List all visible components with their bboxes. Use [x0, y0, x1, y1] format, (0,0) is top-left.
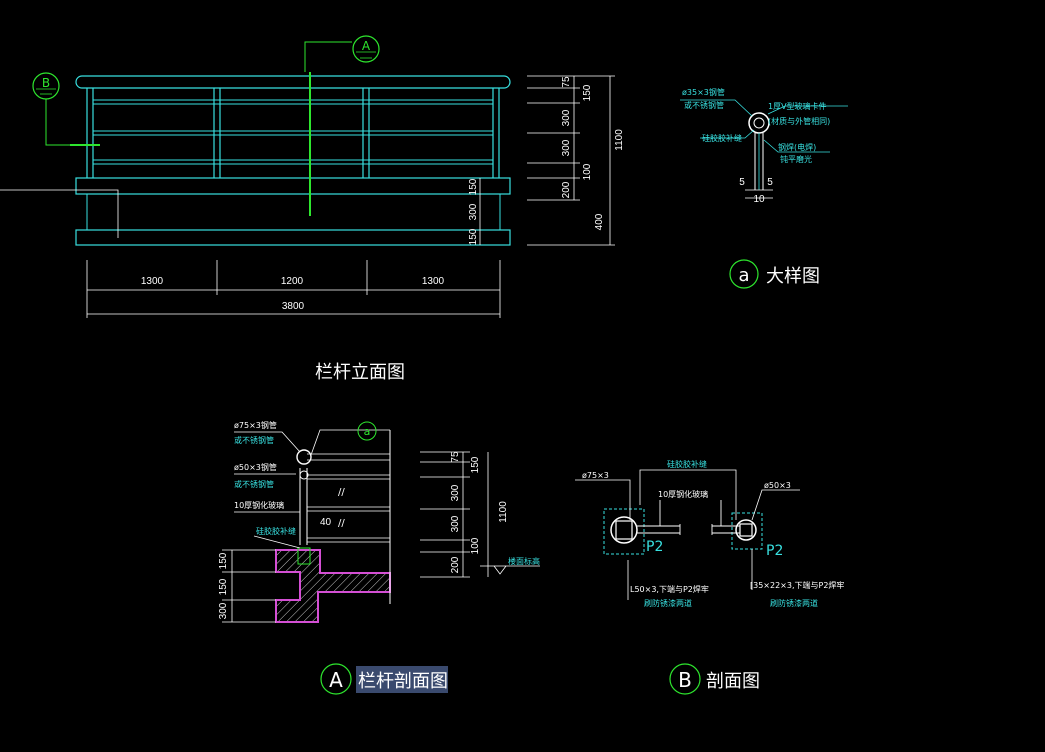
elevation-floor-slab [75, 229, 511, 246]
detail-a-title: 大样图 [766, 266, 820, 287]
section-a-dim-300b: 300 [450, 515, 461, 532]
dim-right-300b: 300 [561, 139, 572, 156]
dim-span-1: 1300 [141, 276, 164, 287]
dim-base-300: 300 [468, 203, 479, 220]
detail-a-marker-label: a [738, 265, 749, 286]
railing-elevation: A B 1300 1200 1300 3800 75 150 [0, 35, 625, 383]
detail-a-dim-right: 5 [767, 177, 773, 188]
section-a-left-150b: 150 [218, 578, 229, 595]
dim-base-150b: 150 [468, 228, 479, 245]
section-b-glass-label: 10厚钢化玻璃 [658, 489, 708, 499]
section-a-dim-100: 100 [470, 537, 481, 554]
section-b-marker-circle [669, 663, 701, 695]
dim-base-height: 400 [594, 213, 605, 230]
dim-total-width: 3800 [282, 301, 305, 312]
detail-a-dim-bottom: 10 [753, 194, 765, 205]
dim-total-height: 1100 [614, 129, 625, 151]
detail-a-clamp-note: (材质与外管相同) [768, 116, 830, 126]
section-a-dim-75: 75 [450, 451, 461, 463]
detail-a-clamp: 1厚V型玻璃卡件 [768, 101, 827, 111]
section-b-angle-left: L50×3,下端与P2焊牢 [630, 584, 709, 594]
section-b-title: 剖面图 [706, 671, 760, 692]
section-marker-a-circle[interactable] [352, 35, 380, 63]
section-b-right-pipe-label: ø50×3 [764, 481, 791, 490]
elevation-handrail [75, 75, 511, 89]
svg-text://: // [338, 518, 345, 529]
section-b-channel-right-note: 刷防锈漆两道 [770, 598, 818, 608]
svg-text://: // [338, 487, 345, 498]
section-a-mid-pipe-alt: 或不锈钢管 [234, 479, 274, 489]
detail-a-sealant: 硅胶胶补缝 [702, 133, 742, 143]
section-a-dim-300a: 300 [450, 484, 461, 501]
section-a-concrete [275, 549, 391, 623]
section-a: // // a ø75×3钢管 或不锈钢管 ø50×3钢管 或不锈钢管 10厚钢… [218, 420, 540, 695]
section-a-dim-150: 150 [470, 456, 481, 473]
section-a-marker-circle [320, 663, 352, 695]
detail-a-dim-left: 5 [739, 177, 745, 188]
section-marker-a-label: A [362, 39, 371, 53]
detail-a-weld-note: 钝平磨光 [780, 154, 812, 164]
detail-a-pipe-alt: 或不锈钢管 [684, 100, 724, 110]
section-a-dim-40: 40 [320, 517, 332, 528]
section-a-title[interactable]: 栏杆剖面图 [358, 671, 448, 692]
section-b-right-pipe [735, 519, 757, 541]
section-b-sealant-label: 硅胶胶补缝 [667, 459, 707, 469]
dim-right-75: 75 [561, 76, 572, 88]
section-a-detail-ref: a [364, 425, 371, 438]
section-a-dim-200: 200 [450, 556, 461, 573]
dim-right-300a: 300 [561, 109, 572, 126]
section-marker-b-label: B [42, 76, 50, 90]
section-a-title-highlight [356, 666, 448, 693]
elevation-posts [86, 88, 500, 178]
detail-a-weld: 钢焊(电焊) [778, 142, 816, 152]
section-a-marker-label: A [329, 668, 343, 692]
section-a-mid-pipe-label: ø50×3钢管 [234, 462, 277, 472]
section-a-glass-label: 10厚钢化玻璃 [234, 500, 284, 510]
section-b: ø75×3 ø50×3 硅胶胶补缝 10厚钢化玻璃 P2 P2 L50×3,下端… [575, 459, 844, 695]
section-a-sealant-label: 硅胶胶补缝 [256, 526, 296, 536]
dim-span-2: 1200 [281, 276, 304, 287]
dim-base-150a: 150 [468, 178, 479, 195]
section-a-floor-label: 楼面标高 [508, 556, 540, 566]
dim-right-150: 150 [582, 84, 593, 101]
section-a-left-150a: 150 [218, 552, 229, 569]
section-a-top-pipe [296, 449, 312, 465]
section-a-dim-height: 1100 [498, 501, 509, 523]
dim-span-3: 1300 [422, 276, 445, 287]
section-b-plate-left: P2 [646, 539, 663, 555]
detail-a-marker-circle [729, 259, 759, 289]
section-a-top-pipe-alt: 或不锈钢管 [234, 435, 274, 445]
elevation-base-beam [75, 177, 511, 195]
section-a-top-pipe-label: ø75×3钢管 [234, 420, 277, 430]
dim-right-200: 200 [561, 181, 572, 198]
section-a-detail-ref-circle [357, 421, 377, 441]
detail-a-pipe-spec: ø35×3钢管 [682, 87, 725, 97]
section-b-left-pipe-label: ø75×3 [582, 471, 609, 480]
elevation-rails [93, 99, 493, 165]
section-b-plate-right: P2 [766, 543, 783, 559]
section-b-marker-label: B [678, 668, 692, 692]
section-b-left-pipe [610, 516, 638, 544]
elevation-title: 栏杆立面图 [315, 362, 405, 383]
section-b-angle-left-note: 刷防锈漆两道 [644, 598, 692, 608]
section-a-left-300: 300 [218, 602, 229, 619]
dim-right-100: 100 [582, 163, 593, 180]
section-b-channel-right: [35×22×3,下端与P2焊牢 [750, 580, 844, 590]
detail-a: ø35×3钢管 或不锈钢管 1厚V型玻璃卡件 (材质与外管相同) 硅胶胶补缝 钢… [680, 87, 848, 289]
